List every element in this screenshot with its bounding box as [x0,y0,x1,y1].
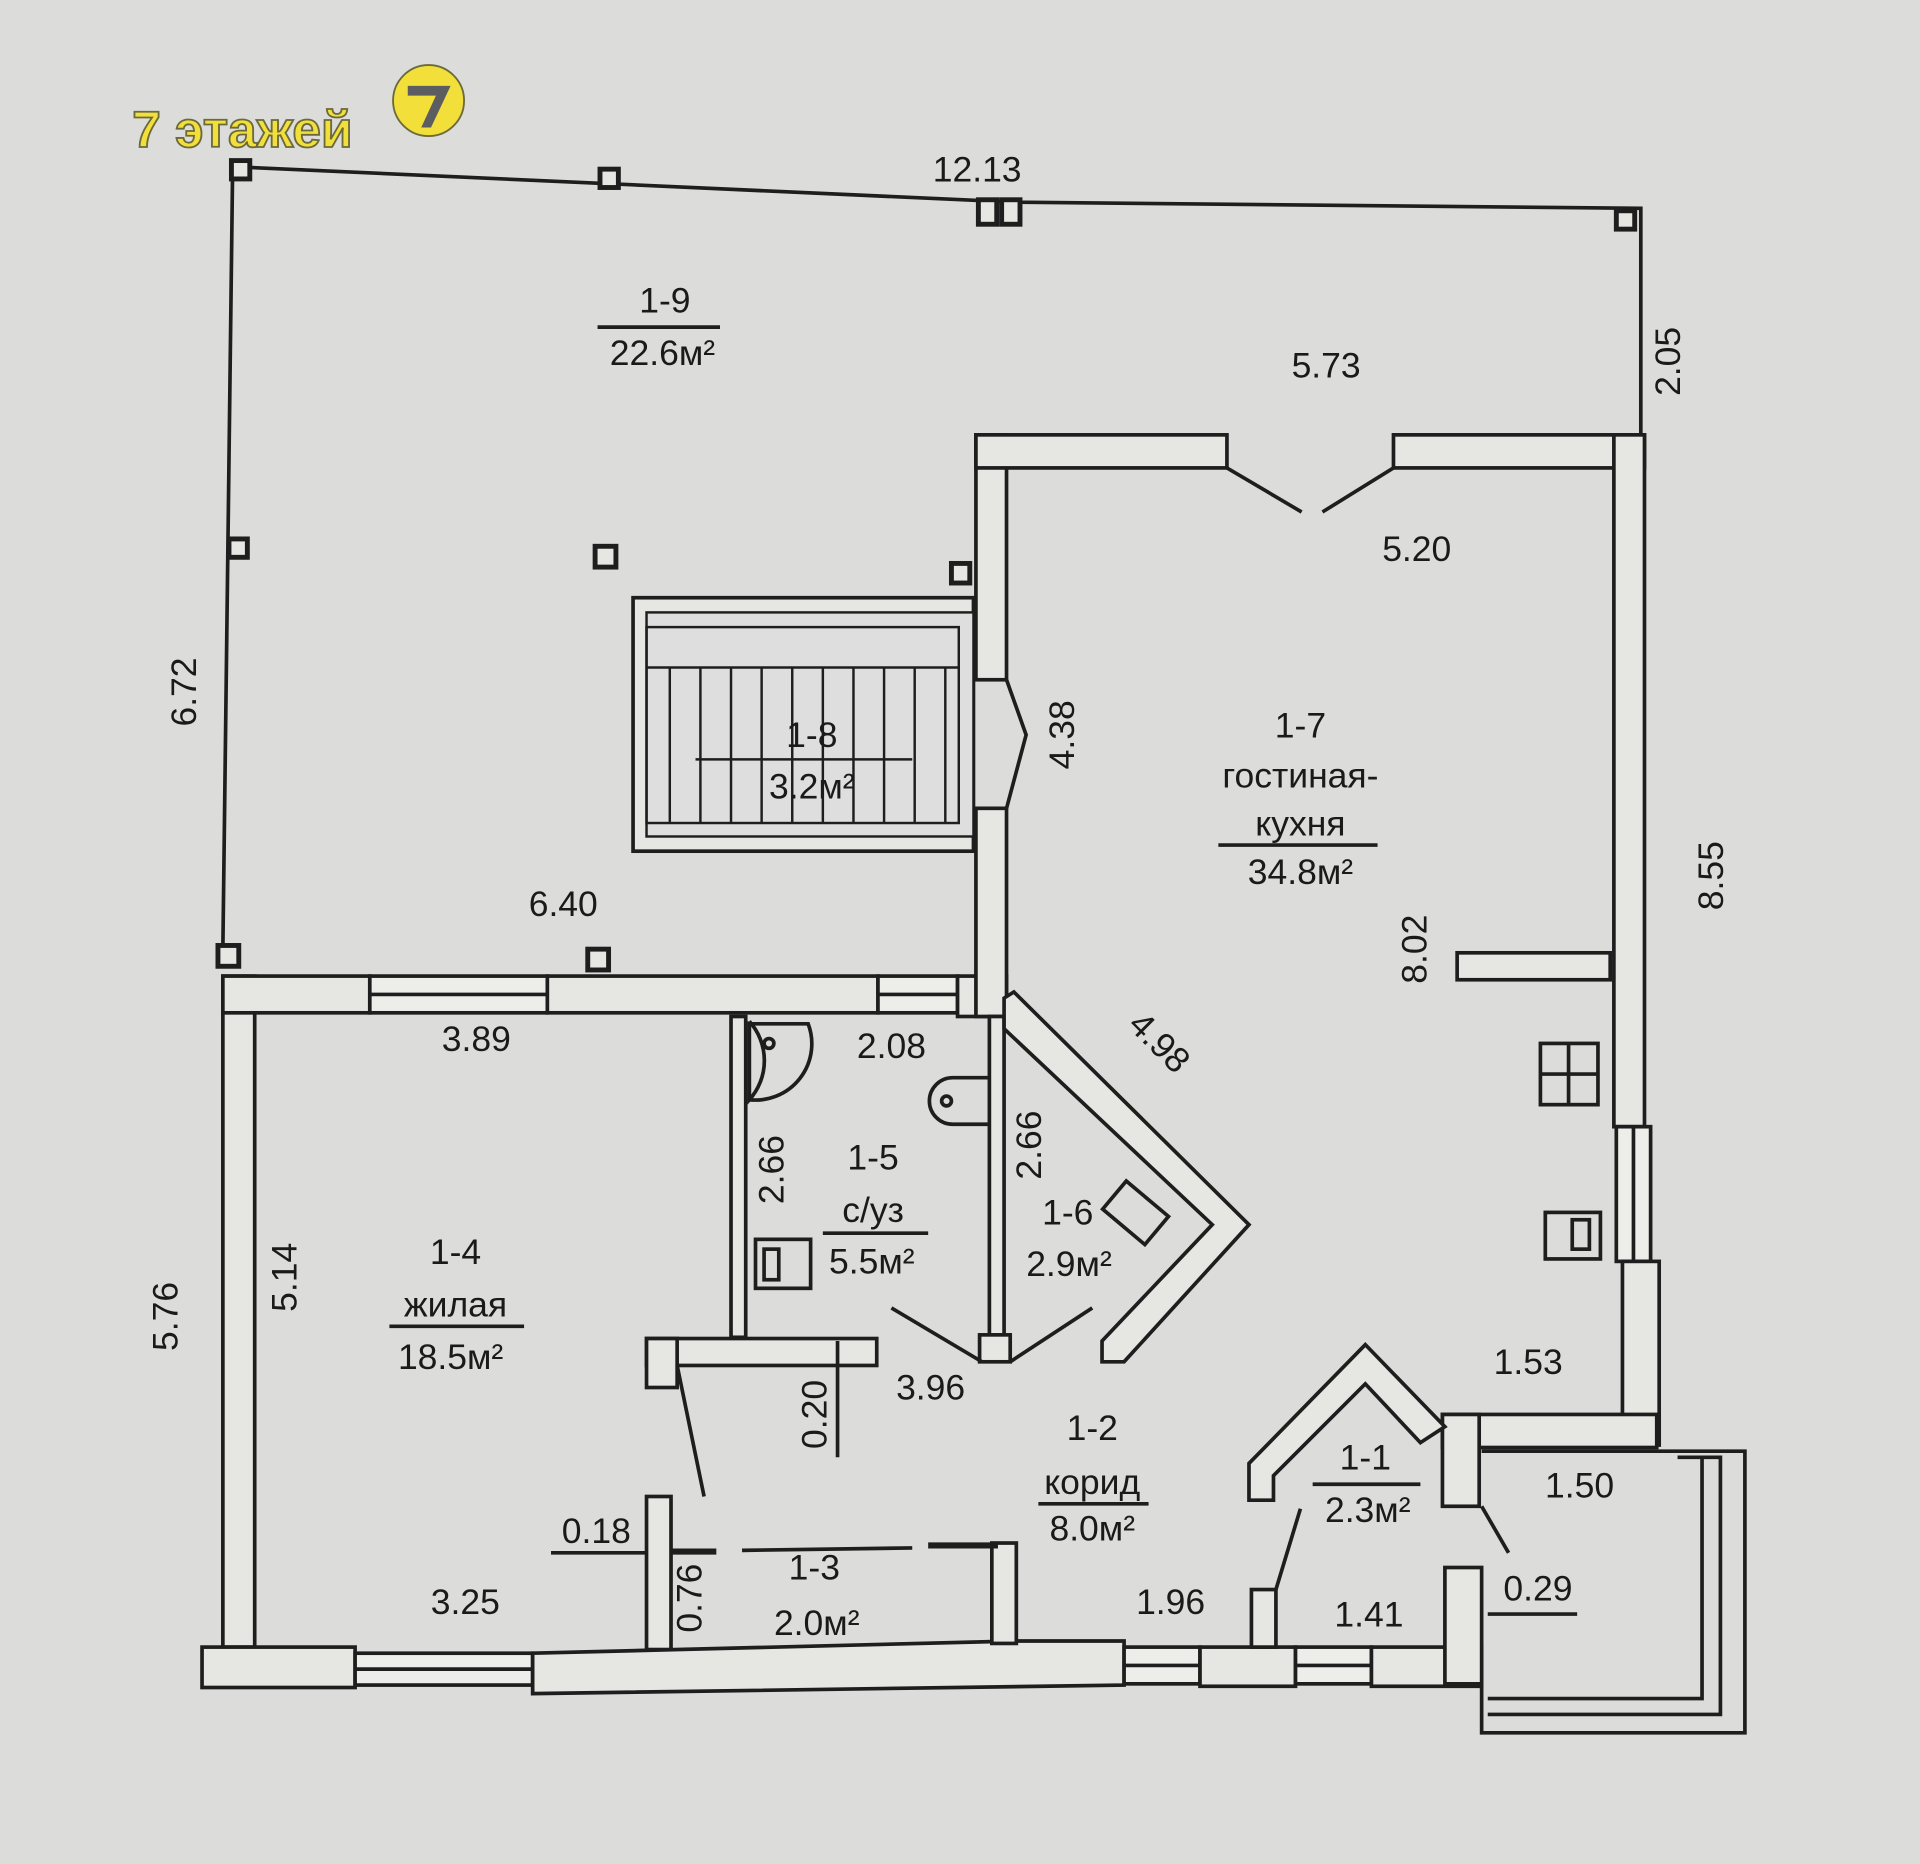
logo-seven-icon [407,85,451,128]
svg-text:5.73: 5.73 [1292,345,1361,385]
svg-text:1-9: 1-9 [639,280,690,320]
room-1-7: 1-7 гостиная- кухня 34.8м² [1218,705,1378,892]
svg-text:5.76: 5.76 [146,1282,186,1351]
sink-icon [753,1237,813,1291]
toilet-icon [927,1075,990,1127]
svg-text:12.13: 12.13 [933,149,1022,189]
room-1-3: 1-3 2.0м² [774,1548,860,1643]
svg-text:34.8м²: 34.8м² [1248,852,1353,892]
svg-text:корид: корид [1044,1462,1140,1502]
svg-text:4.38: 4.38 [1042,700,1082,769]
svg-text:8.02: 8.02 [1395,915,1435,984]
svg-text:1-8: 1-8 [786,715,837,755]
svg-text:с/уз: с/уз [842,1190,904,1230]
room-labels: 1-9 22.6м² 1-8 3.2м² 1-7 гостиная- кухня… [389,280,1421,1643]
room-1-6: 1-6 2.9м² [1026,1193,1112,1284]
svg-text:жилая: жилая [404,1284,507,1324]
svg-text:1-6: 1-6 [1042,1193,1093,1233]
svg-text:1-2: 1-2 [1067,1408,1118,1448]
room-1-2: 1-2 корид 8.0м² [1038,1408,1149,1549]
fixtures [747,1020,1603,1291]
svg-text:1-3: 1-3 [789,1548,840,1588]
svg-text:кухня: кухня [1255,803,1345,843]
svg-text:2.3м²: 2.3м² [1325,1490,1411,1530]
shower-icon [747,1020,767,1105]
svg-text:1.50: 1.50 [1545,1466,1614,1506]
svg-text:5.5м²: 5.5м² [829,1242,915,1282]
svg-text:2.9м²: 2.9м² [1026,1244,1112,1284]
svg-text:22.6м²: 22.6м² [610,333,715,373]
svg-text:5.20: 5.20 [1382,529,1451,569]
svg-text:3.25: 3.25 [431,1582,500,1622]
room-1-9: 1-9 22.6м² [597,280,720,373]
logo-text: 7 этажей [132,100,352,158]
svg-text:0.76: 0.76 [670,1564,710,1633]
svg-text:1-7: 1-7 [1275,705,1326,745]
svg-text:0.18: 0.18 [562,1511,631,1551]
walls [200,433,1747,1735]
logo-badge-icon [392,64,465,137]
svg-text:18.5м²: 18.5м² [398,1337,503,1377]
room-1-1: 1-1 2.3м² [1312,1438,1421,1530]
drain-icon [762,1036,776,1051]
svg-text:3.89: 3.89 [442,1019,511,1059]
room-1-8: 1-8 3.2м² [769,715,855,806]
svg-text:1-5: 1-5 [847,1138,898,1178]
logo: 7 этажей [131,64,465,159]
staircase [631,595,976,854]
svg-text:1-1: 1-1 [1340,1438,1391,1478]
svg-text:2.0м²: 2.0м² [774,1603,860,1643]
svg-text:6.40: 6.40 [529,884,598,924]
fridge-icon [1543,1210,1603,1261]
room-1-5: 1-5 с/уз 5.5м² [822,1138,929,1282]
svg-text:2.66: 2.66 [1009,1111,1049,1180]
room-1-4: 1-4 жилая 18.5м² [389,1232,525,1377]
svg-text:2.08: 2.08 [857,1026,926,1066]
svg-text:1-4: 1-4 [430,1232,481,1272]
svg-text:3.96: 3.96 [896,1368,965,1408]
svg-text:1.96: 1.96 [1136,1582,1205,1622]
svg-text:0.29: 0.29 [1503,1569,1572,1609]
svg-text:2.05: 2.05 [1648,327,1688,396]
svg-text:1.53: 1.53 [1494,1342,1563,1382]
washer-icon [1100,1178,1172,1248]
svg-text:1.41: 1.41 [1334,1594,1403,1634]
terrace-outline [215,158,1643,973]
svg-text:3.2м²: 3.2м² [769,767,855,807]
column-posts [215,158,1638,973]
svg-text:2.66: 2.66 [752,1135,792,1204]
svg-text:6.72: 6.72 [164,657,204,726]
svg-text:8.55: 8.55 [1691,841,1731,910]
svg-text:0.20: 0.20 [795,1380,835,1449]
svg-text:гостиная-: гостиная- [1222,756,1378,796]
svg-text:5.14: 5.14 [264,1243,304,1312]
svg-text:8.0м²: 8.0м² [1049,1509,1135,1549]
dimension-labels: 12.13 5.73 2.05 5.20 6.72 4.38 8.55 8.02… [146,149,1731,1634]
svg-text:4.98: 4.98 [1121,1004,1198,1081]
